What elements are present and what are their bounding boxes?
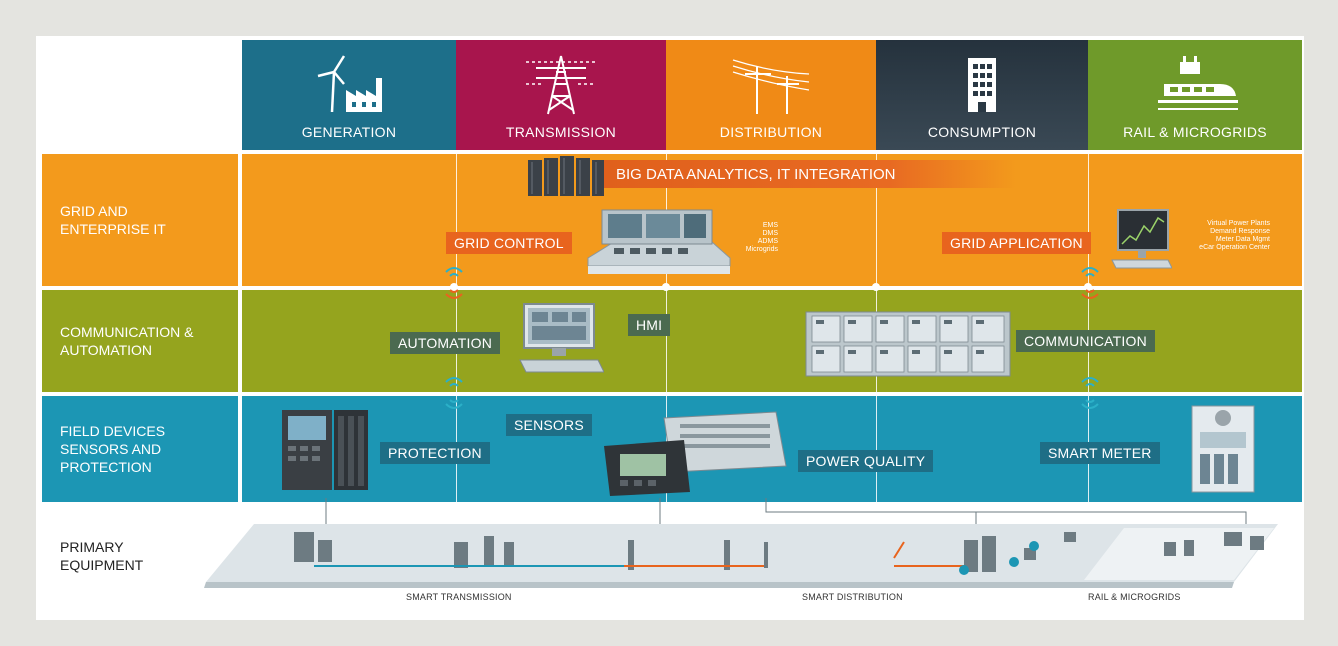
grid-control-item: ADMS (757, 238, 778, 245)
divider (456, 154, 457, 502)
header-label: GENERATION (301, 124, 397, 140)
header-rail-microgrids: RAIL & MICROGRIDS (1088, 40, 1302, 150)
smart-distribution-label: SMART DISTRIBUTION (802, 592, 903, 602)
wireless-icon (445, 267, 463, 299)
row-label-grid-it: GRID AND ENTERPRISE IT (42, 154, 238, 286)
diagram-canvas: GENERATION TRANSMISSION DISTRIBUTION (36, 36, 1304, 620)
grid-application-item: Meter Data Mgmt (1215, 236, 1270, 243)
grid-application-item: Virtual Power Plants (1207, 220, 1270, 227)
hmi-label: HMI (628, 314, 671, 336)
grid-application-label: GRID APPLICATION (942, 232, 1091, 254)
monitor-chart-icon (1111, 209, 1172, 269)
header-label: TRANSMISSION (505, 124, 617, 140)
grid-control-item: Microgrids (745, 246, 778, 253)
smart-meter-label: SMART METER (1040, 442, 1160, 464)
train-icon (1158, 56, 1238, 110)
header-transmission: TRANSMISSION (456, 40, 666, 150)
header-label: DISTRIBUTION (719, 124, 823, 140)
power-quality-label: POWER QUALITY (798, 450, 934, 472)
row-label-primary: PRIMARY EQUIPMENT (60, 539, 144, 573)
grid-control-item: DMS (762, 230, 778, 237)
communication-label: COMMUNICATION (1016, 330, 1155, 352)
smart-transmission-label: SMART TRANSMISSION (406, 592, 512, 602)
sensors-label: SENSORS (506, 414, 592, 436)
grid-application-items: Virtual Power Plants Demand Response Met… (1176, 220, 1270, 252)
header-label: CONSUMPTION (927, 124, 1037, 140)
smart-meter-icon (1191, 405, 1255, 493)
primary-equipment-plate (204, 524, 1278, 588)
protection-label: PROTECTION (380, 442, 490, 464)
big-data-label: BIG DATA ANALYTICS, IT INTEGRATION (616, 166, 896, 183)
grid-control-label: GRID CONTROL (446, 232, 572, 254)
grid-control-items: EMS DMS ADMS Microgrids (734, 222, 778, 254)
big-data-bar (596, 160, 1016, 188)
communication-rack-icon (805, 311, 1011, 377)
server-rack-icon (528, 156, 604, 196)
wireless-icon (445, 377, 463, 409)
distribution-pole-icon (732, 59, 810, 114)
automation-label: AUTOMATION (390, 332, 501, 354)
connection-node (1084, 283, 1092, 291)
wireless-icon (1081, 377, 1099, 409)
wireless-icon (1081, 267, 1099, 299)
grid-control-item: EMS (762, 222, 778, 229)
row-label-field-devices: FIELD DEVICES SENSORS AND PROTECTION (42, 396, 238, 502)
transmission-tower-icon (526, 55, 596, 115)
divider (1088, 154, 1089, 502)
header-generation: GENERATION (242, 40, 456, 150)
workstation-icon (519, 303, 604, 373)
connection-node (450, 283, 458, 291)
grid-application-item: eCar Operation Center (1199, 244, 1270, 251)
connection-node (872, 283, 880, 291)
connection-node (662, 283, 670, 291)
protection-relay-icon (282, 410, 368, 490)
grid-application-item: Demand Response (1210, 228, 1270, 235)
header-consumption: CONSUMPTION (876, 40, 1088, 150)
power-quality-device-icon (604, 411, 787, 496)
header-label: RAIL & MICROGRIDS (1123, 124, 1267, 140)
header-distribution: DISTRIBUTION (666, 40, 876, 150)
wind-turbine-factory-icon (317, 55, 382, 113)
row-label-communication: COMMUNICATION & AUTOMATION (42, 290, 238, 392)
rail-microgrids-label: RAIL & MICROGRIDS (1088, 592, 1181, 602)
building-icon (968, 58, 996, 112)
control-desk-icon (587, 209, 731, 274)
